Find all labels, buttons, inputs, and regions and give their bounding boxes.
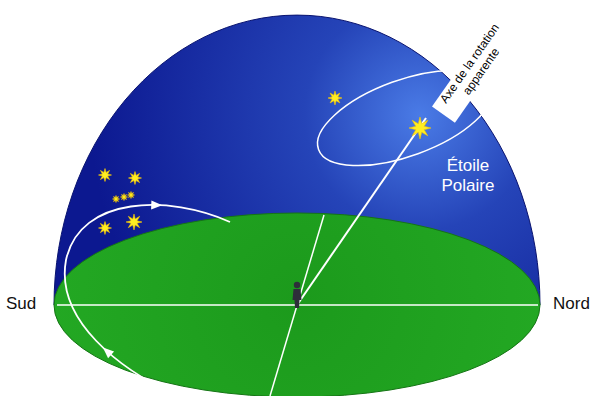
path-arrowhead (151, 200, 162, 209)
direction-label: Nord (553, 294, 590, 314)
path-arrowhead (103, 348, 114, 359)
star-symbol (126, 214, 142, 230)
observer-figure (293, 282, 302, 308)
star-symbol (99, 169, 112, 182)
horizon-plane (54, 213, 540, 396)
east-west-line (270, 215, 324, 396)
axis-label: Axe de la rotation apparente (432, 13, 520, 122)
star-symbol (99, 222, 112, 235)
star-symbol (121, 194, 128, 201)
star-name: Étoile Polaire (432, 156, 504, 195)
star-symbol (128, 192, 135, 199)
star-symbol (113, 196, 120, 203)
direction-label: Sud (6, 294, 36, 314)
star-symbol (409, 117, 431, 139)
star-path (65, 205, 230, 396)
star-symbol (129, 172, 142, 185)
star-symbol (328, 91, 342, 105)
rotation-axis (297, 118, 426, 305)
